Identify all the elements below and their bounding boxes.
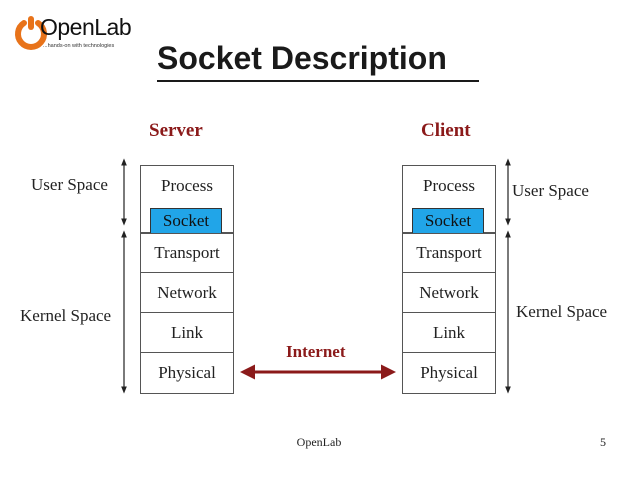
client-kernel-space-label: Kernel Space <box>516 302 608 321</box>
client-layer-physical: Physical <box>402 352 496 394</box>
server-kernel-space-label: Kernel Space <box>20 306 112 325</box>
title-underline <box>157 80 479 82</box>
power-icon <box>15 16 47 50</box>
server-heading: Server <box>149 120 203 141</box>
server-user-space-label: User Space <box>31 175 108 194</box>
page-title: Socket Description <box>157 40 447 76</box>
page-number: 5 <box>600 435 606 449</box>
server-layer-transport: Transport <box>140 233 234 273</box>
client-socket: Socket <box>412 208 484 234</box>
client-user-space-label: User Space <box>512 181 589 200</box>
footer-text: OpenLab <box>296 435 342 449</box>
logo-wordmark: OpenLab <box>40 14 132 40</box>
logo-tagline: ...hands-on with technologies <box>43 43 115 49</box>
internet-label: Internet <box>286 342 346 361</box>
server-layer-physical: Physical <box>140 352 234 394</box>
client-layer-transport: Transport <box>402 233 496 273</box>
server-layer-link: Link <box>140 312 234 353</box>
server-socket: Socket <box>150 208 222 234</box>
client-heading: Client <box>421 120 471 141</box>
server-layer-network: Network <box>140 272 234 313</box>
logo: OpenLab ...hands-on with technologies <box>10 12 132 56</box>
client-layer-link: Link <box>402 312 496 353</box>
client-layer-process: Process <box>423 176 475 195</box>
server-layer-process: Process <box>161 176 213 195</box>
client-layer-network: Network <box>402 272 496 313</box>
